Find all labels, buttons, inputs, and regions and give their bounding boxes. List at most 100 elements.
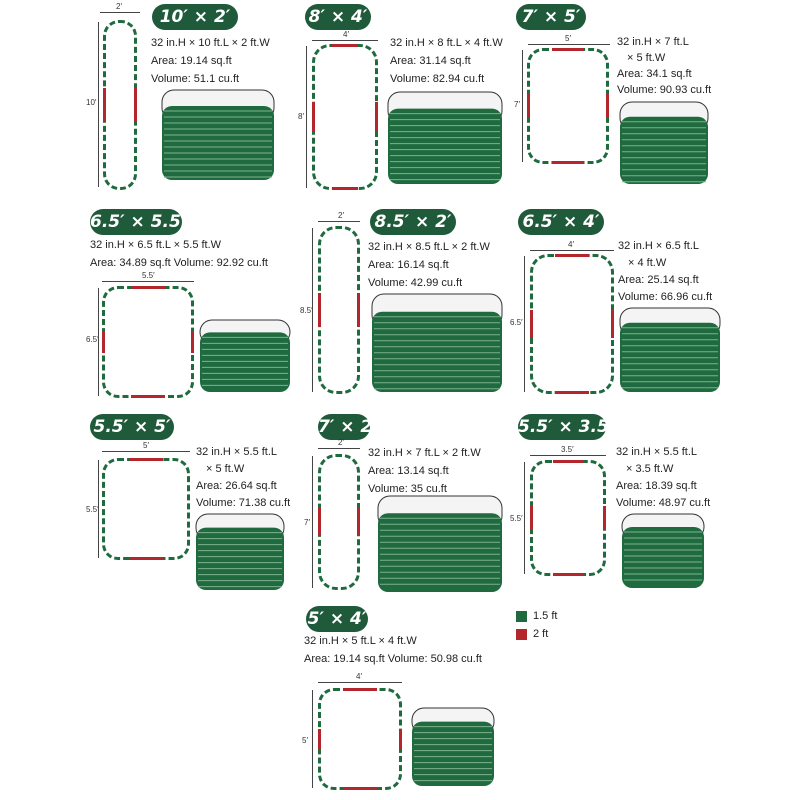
length-label: 8′ <box>298 112 304 121</box>
bed-illustration <box>160 88 276 182</box>
length-dimension-line <box>98 460 99 558</box>
panel-2ft-segment <box>530 506 533 530</box>
size-badge: 7′ × 5′ <box>516 4 586 30</box>
size-badge: 10′ × 2′ <box>152 4 238 30</box>
legend-item-red: 2 ft <box>516 625 557 643</box>
area-text: Area: 18.39 sq.ft <box>616 480 697 492</box>
width-label: 4′ <box>568 240 574 249</box>
width-dimension-line <box>318 221 360 222</box>
width-text: × 4 ft.W <box>628 257 667 269</box>
bed-outline <box>312 44 378 190</box>
area-volume-text: Area: 34.89 sq.ft Volume: 92.92 cu.ft <box>90 257 268 269</box>
length-label: 5.5′ <box>86 505 99 514</box>
panel-2ft-segment <box>375 102 378 132</box>
dimensions-text: 32 in.H × 6.5 ft.L <box>618 240 700 252</box>
width-dimension-line <box>100 12 140 13</box>
volume-text: Volume: 42.99 cu.ft <box>368 277 463 289</box>
panel-2ft-segment <box>552 460 584 463</box>
raised-bed-icon <box>619 101 709 184</box>
spec-text: 32 in.H × 5.5 ft.L × 3.5 ft.W Area: 18.3… <box>616 444 710 512</box>
panel-2ft-segment <box>552 573 584 576</box>
dimensions-text: 32 in.H × 5.5 ft.L <box>616 446 698 458</box>
bed-illustration <box>370 292 504 394</box>
dimensions-text: 32 in.H × 8.5 ft.L × 2 ft.W <box>368 241 490 253</box>
spec-text: 32 in.H × 7 ft.L × 2 ft.W Area: 13.14 sq… <box>368 444 481 498</box>
area-text: Area: 19.14 sq.ft <box>151 55 232 67</box>
volume-text: Volume: 66.96 cu.ft <box>618 291 713 303</box>
bed-illustration <box>410 706 496 788</box>
length-label: 5.5′ <box>510 514 523 523</box>
width-label: 5′ <box>565 34 571 43</box>
panel-2ft-segment <box>331 44 359 47</box>
bed-illustration <box>620 512 706 590</box>
area-text: Area: 16.14 sq.ft <box>368 259 449 271</box>
size-badge: 5.5′ × 3.5′ <box>518 414 613 440</box>
legend-label-red: 2 ft <box>533 628 549 640</box>
spec-text: 32 in.H × 6.5 ft.L × 4 ft.W Area: 25.14 … <box>618 238 712 306</box>
panel-2ft-segment <box>555 391 589 394</box>
bed-outline <box>318 226 360 394</box>
width-dimension-line <box>102 451 190 452</box>
area-text: Area: 13.14 sq.ft <box>368 465 449 477</box>
length-label: 6.5′ <box>510 318 523 327</box>
width-label: 5′ <box>143 441 149 450</box>
panel-2ft-segment <box>606 94 609 118</box>
spec-text: 32 in.H × 6.5 ft.L × 5.5 ft.W Area: 34.8… <box>90 236 268 272</box>
panel-2ft-segment <box>527 94 530 118</box>
area-text: Area: 25.14 sq.ft <box>618 274 699 286</box>
bed-illustration <box>618 100 710 186</box>
length-dimension-line <box>522 50 523 162</box>
bed-outline <box>103 20 137 190</box>
size-badge: 6.5′ × 4′ <box>518 209 604 235</box>
panel-2ft-segment <box>318 293 321 327</box>
length-dimension-line <box>306 46 307 188</box>
spec-text: 32 in.H × 5.5 ft.L × 5 ft.W Area: 26.64 … <box>196 444 290 512</box>
width-label: 4′ <box>356 672 362 681</box>
bed-outline <box>318 688 402 790</box>
dimensions-text: 32 in.H × 10 ft.L × 2 ft.W <box>151 37 270 49</box>
panel-2ft-segment <box>103 88 106 122</box>
raised-bed-icon <box>619 307 721 392</box>
spec-text: 32 in.H × 7 ft.L × 5 ft.W Area: 34.1 sq.… <box>617 34 711 98</box>
panel-2ft-segment <box>318 508 321 536</box>
width-dimension-line <box>528 44 610 45</box>
dimensions-text: 32 in.H × 8 ft.L × 4 ft.W <box>390 37 503 49</box>
spec-text: 32 in.H × 10 ft.L × 2 ft.W Area: 19.14 s… <box>151 34 270 88</box>
size-badge: 5.5′ × 5′ <box>90 414 174 440</box>
length-label: 7′ <box>304 518 310 527</box>
bed-outline <box>102 458 190 560</box>
bed-illustration <box>386 90 504 186</box>
panel-2ft-segment <box>603 506 606 530</box>
length-dimension-line <box>98 288 99 396</box>
length-label: 10′ <box>86 98 97 107</box>
panel-2ft-segment <box>191 330 194 354</box>
panel-2ft-segment <box>530 310 533 338</box>
red-swatch <box>516 628 527 640</box>
raised-bed-icon <box>199 319 291 392</box>
length-label: 7′ <box>514 100 520 109</box>
panel-2ft-segment <box>357 293 360 327</box>
spec-text: 32 in.H × 8.5 ft.L × 2 ft.W Area: 16.14 … <box>368 238 490 292</box>
raised-bed-icon <box>621 513 705 588</box>
dimensions-text: 32 in.H × 5.5 ft.L <box>196 446 278 458</box>
width-label: 2′ <box>338 211 344 220</box>
area-text: Area: 26.64 sq.ft <box>196 480 277 492</box>
width-label: 5.5′ <box>142 271 155 280</box>
volume-text: Volume: 51.1 cu.ft <box>151 73 240 85</box>
spec-text: 32 in.H × 5 ft.L × 4 ft.W Area: 19.14 sq… <box>304 632 482 668</box>
size-badge: 5′ × 4′ <box>306 606 368 632</box>
panel-2ft-segment <box>551 48 585 51</box>
width-text: × 5 ft.W <box>206 463 245 475</box>
raised-bed-icon <box>377 495 503 592</box>
width-label: 3.5′ <box>561 445 574 454</box>
dimensions-text: 32 in.H × 7 ft.L × 2 ft.W <box>368 447 481 459</box>
volume-text: Volume: 90.93 cu.ft <box>617 84 712 96</box>
panel-2ft-segment <box>129 458 163 461</box>
bed-outline <box>102 286 194 398</box>
width-label: 4′ <box>343 30 349 39</box>
dimensions-text: 32 in.H × 6.5 ft.L × 5.5 ft.W <box>90 239 222 251</box>
width-dimension-line <box>530 250 614 251</box>
bed-illustration <box>198 318 292 394</box>
area-volume-text: Area: 19.14 sq.ft Volume: 50.98 cu.ft <box>304 653 482 665</box>
